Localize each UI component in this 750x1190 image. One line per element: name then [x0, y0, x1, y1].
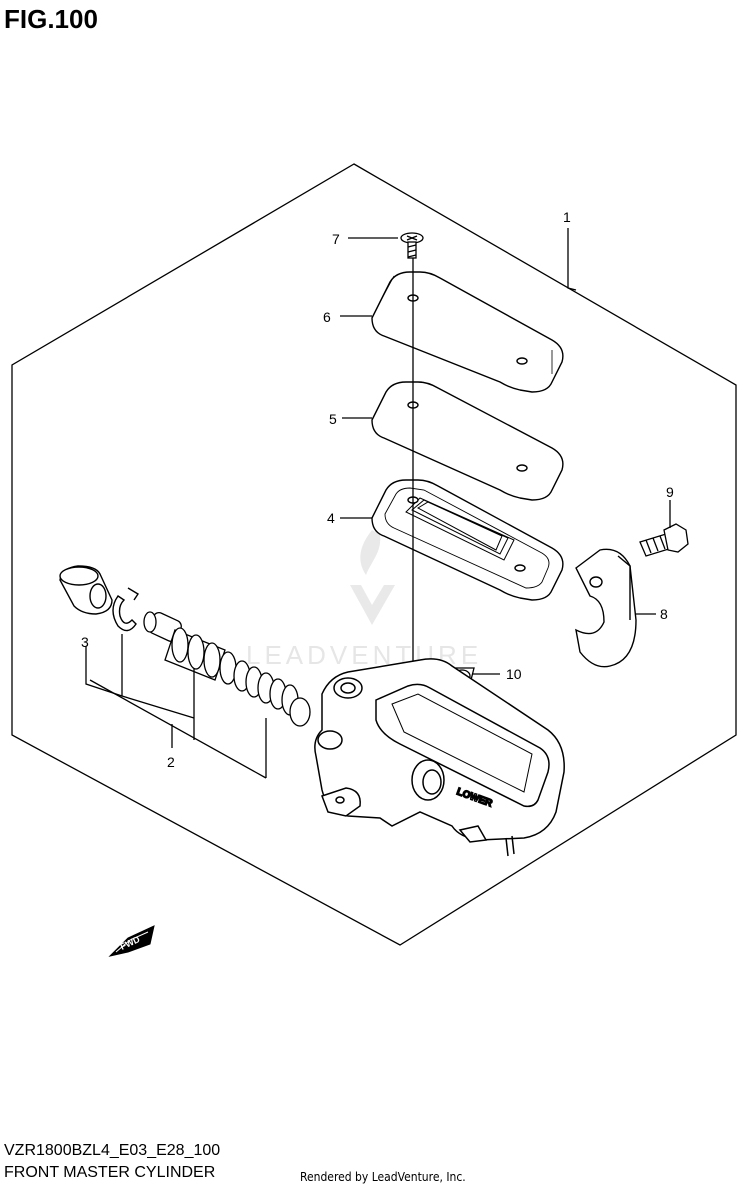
callout-3: 3	[81, 634, 89, 650]
part-cap-6	[371, 271, 564, 393]
render-credit: Rendered by LeadVenture, Inc.	[300, 1170, 466, 1184]
diagram-subtitle: FRONT MASTER CYLINDER	[4, 1164, 216, 1181]
model-code: VZR1800BZL4_E03_E28_100	[4, 1142, 221, 1159]
callout-9: 9	[666, 484, 674, 500]
callout-8: 8	[660, 606, 668, 622]
callout-4: 4	[327, 510, 335, 526]
callout-5: 5	[329, 411, 337, 427]
figure-title: FIG.100	[4, 4, 98, 34]
part-circlip	[112, 587, 139, 632]
callout-1: 1	[563, 209, 571, 225]
assembly-boundary	[11, 163, 737, 946]
leader-lines	[85, 228, 671, 779]
part-screw-7	[400, 232, 424, 259]
callout-7: 7	[332, 231, 340, 247]
fwd-arrow: FWD	[108, 925, 155, 957]
callout-10: 10	[506, 666, 522, 682]
callout-6: 6	[323, 309, 331, 325]
part-clamp-8	[575, 548, 637, 668]
part-plate-5	[371, 381, 564, 501]
part-cup-3	[59, 565, 113, 615]
callout-2: 2	[167, 754, 175, 770]
part-master-cylinder-body: LOWER	[314, 658, 565, 857]
part-piston-2	[143, 611, 311, 727]
part-bolt-9	[639, 523, 689, 557]
